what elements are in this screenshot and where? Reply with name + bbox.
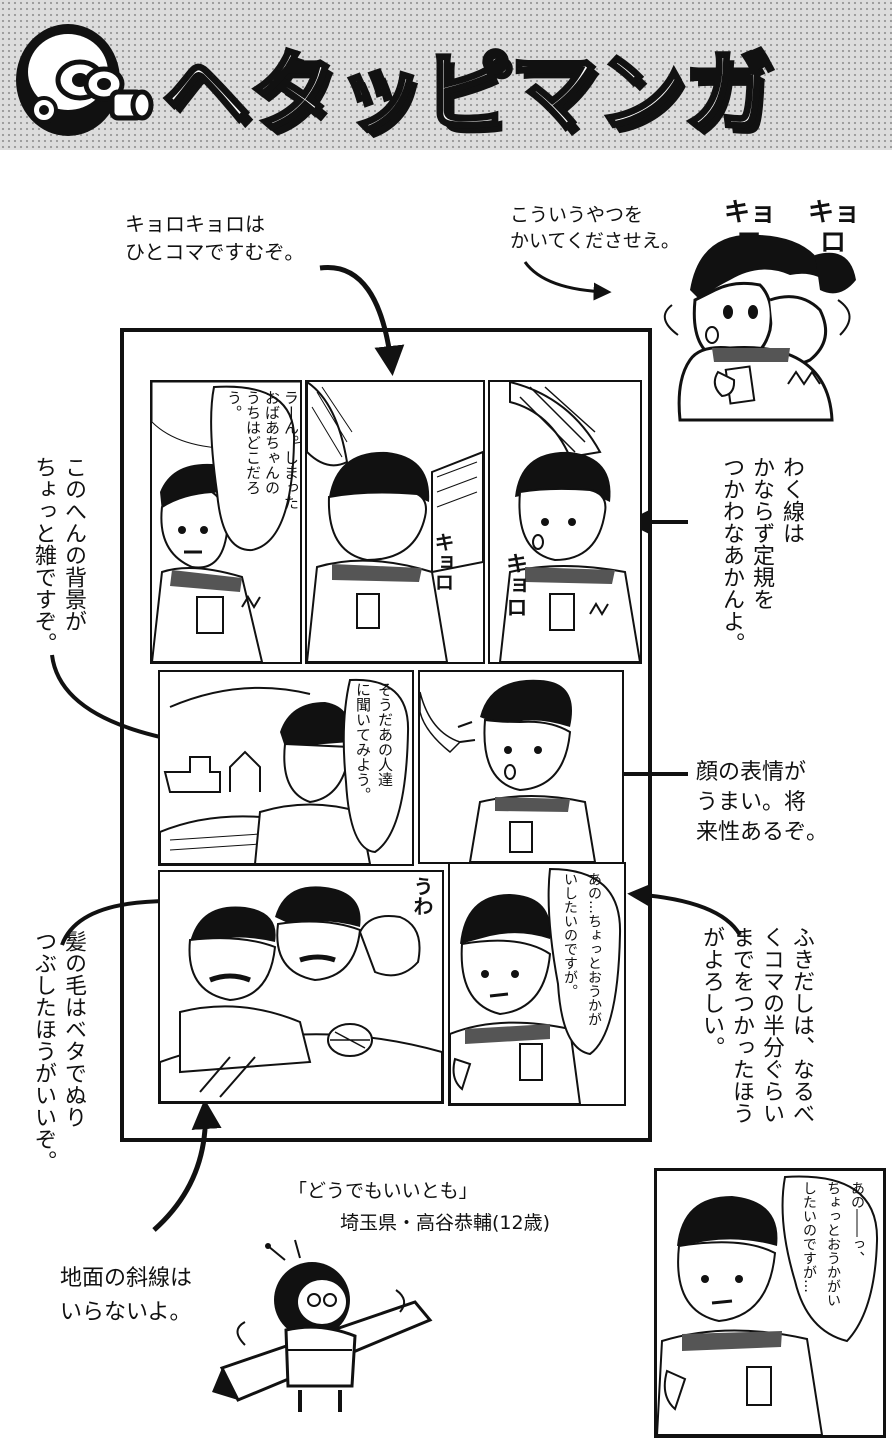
sfx-text: キョ bbox=[808, 198, 861, 228]
boy-back-view-illustration bbox=[307, 382, 483, 662]
note-line: 顔の表情が bbox=[696, 760, 807, 785]
sample-caption: こういうやつを かいてくださせえ。 bbox=[510, 202, 680, 254]
speech-balloon bbox=[781, 1175, 879, 1343]
note-line: くコマの半分ぐらい bbox=[759, 926, 784, 1124]
boy-asking-illustration bbox=[450, 894, 582, 1104]
arrow-sample bbox=[523, 261, 612, 301]
comic-panel-4: そうだあの人達 に聞いてみよう。 bbox=[158, 670, 414, 866]
note-line: 地面の斜線は bbox=[60, 1266, 193, 1291]
note-frame: わく線は かならず定規を つかわなあかんよ。 bbox=[716, 456, 806, 654]
comic-panel-7: あの…ちょっとおうかが いしたいのですが。 bbox=[448, 862, 626, 1106]
note-hair: 髪の毛はベタでぬり つぶしたほうがいいぞ。 bbox=[28, 930, 88, 1172]
balloon-line: あの――っ、 bbox=[849, 1181, 865, 1265]
note-line: いらないよ。 bbox=[60, 1300, 192, 1325]
note-line: ふきだしは、なるべ bbox=[789, 926, 814, 1124]
balloon-line: ラーん。しまった bbox=[282, 390, 300, 510]
note-line: つぶしたほうがいいぞ。 bbox=[31, 930, 56, 1172]
note-line: わく線は bbox=[779, 456, 804, 544]
sfx-uwa: うわ bbox=[410, 876, 434, 916]
boy-face-closeup-illustration bbox=[420, 679, 597, 862]
note-line: ちょっと雑ですぞ。 bbox=[31, 456, 56, 654]
note-line: 髪の毛はベタでぬり bbox=[61, 930, 86, 1128]
balloon-line: おばあちゃんの bbox=[263, 390, 281, 495]
speech-balloon bbox=[210, 385, 296, 552]
sfx-text: ロ bbox=[820, 228, 847, 258]
sfx-kyoro: キョロ bbox=[431, 532, 455, 592]
note-line: かならず定規を bbox=[749, 456, 774, 610]
boy-looking-illustration bbox=[498, 382, 640, 662]
boy-example-illustration bbox=[657, 1196, 824, 1435]
balloon-line: う。 bbox=[225, 390, 243, 420]
note-line: つかわなあかんよ。 bbox=[719, 456, 744, 654]
credit-title: 「どうでもいいとも」 bbox=[288, 1180, 478, 1202]
page-title: ヘタッピマンガ bbox=[160, 39, 774, 146]
note-line: キョロキョロは bbox=[125, 212, 265, 236]
example-panel: あの――っ、 ちょっとおうかがい したいのですが… bbox=[654, 1168, 886, 1438]
balloon-text: あの――っ、 ちょっとおうかがい したいのですが… bbox=[797, 1181, 869, 1307]
comic-panel-3: キョロ bbox=[488, 380, 642, 664]
balloon-text: そうだあの人達 に聞いてみよう。 bbox=[352, 682, 396, 802]
sfx-kyoro: キョロ bbox=[502, 552, 527, 618]
comic-page-frame bbox=[120, 328, 652, 1142]
note-line: うまい。将 bbox=[696, 790, 807, 815]
comic-panel-6: うわ bbox=[158, 870, 444, 1104]
credit-author: 埼玉県・高谷恭輔(12歳) bbox=[340, 1212, 551, 1234]
comic-panel-5 bbox=[418, 670, 624, 864]
note-line: がよろしい。 bbox=[699, 926, 724, 1058]
caption-line: こういうやつを bbox=[510, 204, 644, 226]
balloon-text: あの…ちょっとおうかが いしたいのですが。 bbox=[558, 872, 606, 1026]
note-background: このへんの背景が ちょっと雑ですぞ。 bbox=[28, 456, 88, 654]
balloon-line: ちょっとおうかがい bbox=[825, 1181, 841, 1307]
balloon-text: ラーん。しまった おばあちゃんの うちはどこだろ う。 bbox=[224, 390, 300, 510]
balloon-line: うちはどこだろ bbox=[244, 390, 262, 495]
caption-line: かいてくださせえ。 bbox=[510, 230, 680, 252]
note-line: までをつかったほう bbox=[729, 926, 754, 1124]
note-kyoro: キョロキョロは ひとコマですむぞ。 bbox=[125, 210, 304, 266]
note-expression: 顔の表情が うまい。将 来性あるぞ。 bbox=[696, 758, 828, 848]
sfx-text: キョ bbox=[724, 198, 777, 228]
header-band bbox=[0, 0, 892, 150]
crowd-illustration bbox=[160, 886, 442, 1102]
speech-balloon bbox=[342, 678, 410, 854]
note-ground: 地面の斜線は いらないよ。 bbox=[60, 1262, 192, 1330]
comic-panel-1: ラーん。しまった おばあちゃんの うちはどこだろ う。 bbox=[150, 380, 302, 664]
sfx-text: ロ bbox=[736, 228, 763, 258]
speech-balloon bbox=[547, 867, 622, 1056]
robot-head-logo-icon bbox=[16, 24, 154, 136]
balloon-line: そうだあの人達 bbox=[376, 682, 394, 787]
comic-panel-2: キョロ bbox=[305, 380, 485, 664]
note-balloon: ふきだしは、なるべ くコマの半分ぐらい までをつかったほう がよろしい。 bbox=[696, 926, 816, 1124]
note-line: ひとコマですむぞ。 bbox=[125, 240, 305, 264]
town-background-illustration bbox=[160, 686, 372, 864]
balloon-line: に聞いてみよう。 bbox=[354, 682, 372, 802]
balloon-line: したいのですが… bbox=[801, 1181, 817, 1293]
note-line: このへんの背景が bbox=[61, 456, 86, 632]
note-line: 来性あるぞ。 bbox=[696, 820, 829, 845]
balloon-line: あの…ちょっとおうかが bbox=[586, 872, 602, 1026]
balloon-line: いしたいのですが。 bbox=[562, 872, 578, 998]
